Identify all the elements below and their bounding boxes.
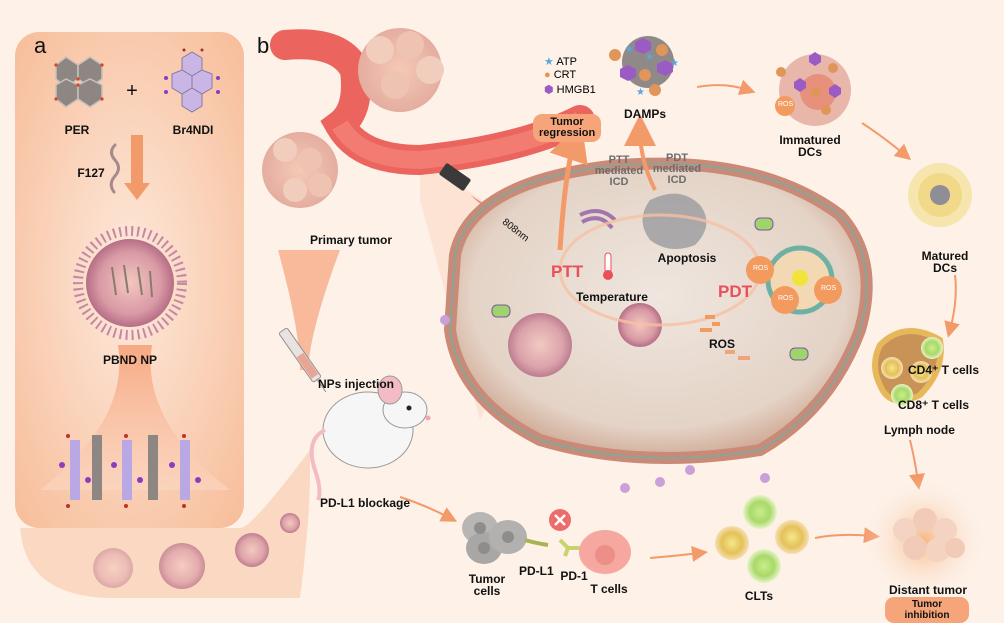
ros-badge-dc: ROS	[778, 101, 794, 108]
tumor-inhibition-pill: Tumor inhibition	[885, 597, 969, 623]
tumor-cells-group	[462, 512, 527, 564]
ros-label: ROS	[708, 337, 735, 351]
legend-item-hmgb1: ⬢ HMGB1	[544, 83, 596, 96]
ros-badge-1: ROS	[753, 265, 769, 272]
pd-1-receptor	[558, 538, 580, 557]
clts-label: CLTs	[744, 589, 774, 603]
nanoparticle-flow-tray	[20, 450, 310, 599]
tumor-cell	[440, 157, 873, 493]
synthesis-arrow-head	[124, 183, 150, 200]
arrow-ptt-to-regression	[549, 121, 588, 251]
lymph-node-label: Lymph node	[884, 423, 955, 437]
clt-green-top	[743, 495, 777, 529]
panel-b-letter: b	[257, 33, 270, 58]
arrow-apoptosis-to-damps	[624, 114, 657, 191]
matured-dcs-label: Matured DCs	[921, 249, 969, 275]
pdt-label: PDT	[718, 282, 752, 301]
svg-text:★: ★	[625, 44, 634, 55]
blocked-x-mark	[554, 514, 566, 526]
pi-stacked-structure	[59, 434, 201, 508]
f127-label: F127	[77, 166, 105, 180]
matured-dc	[908, 163, 972, 227]
apoptosis-label: Apoptosis	[657, 251, 717, 265]
distant-tumor	[893, 508, 965, 562]
arrow-lymph-to-distant	[908, 439, 925, 490]
panel-a-letter: a	[34, 33, 47, 58]
syringe	[278, 327, 327, 393]
ptt-icd-label: PTT mediated ICD	[594, 154, 644, 188]
laser-device	[439, 163, 471, 191]
legend-label-atp: ATP	[556, 56, 577, 68]
tumor-regression-pill: Tumor regression	[533, 114, 601, 142]
lymph-node	[872, 328, 944, 406]
legend-item-crt: ● CRT	[544, 69, 576, 81]
br4ndi-label: Br4NDI	[172, 123, 214, 137]
arrow-matured-to-lymph	[944, 274, 960, 338]
zoom-cone-b	[278, 250, 340, 370]
pd-l1-label: PD-L1	[519, 564, 554, 578]
arrow-mouse-to-tumorcells	[399, 496, 458, 522]
pd-1-label: PD-1	[560, 569, 588, 583]
clt-yellow-right	[775, 520, 809, 554]
per-molecule	[54, 56, 104, 108]
damps-cluster: ★ ★ ★ ★	[609, 36, 679, 98]
primary-tumor-label: Primary tumor	[309, 233, 393, 247]
nanoparticle-small-4	[280, 513, 300, 533]
cd4-t-cells-label: CD4⁺ T cells	[908, 363, 980, 377]
synthesis-arrow-shaft	[131, 135, 143, 185]
pbnd-nanoparticle	[73, 226, 187, 340]
immatured-dc	[775, 52, 851, 126]
pbnd-np-label: PBND NP	[102, 353, 157, 367]
pd-l1-blockage-label: PD-L1 blockage	[320, 496, 411, 510]
immatured-dcs-label: Immatured DCs	[779, 133, 841, 159]
arrow-damps-to-immatured	[696, 79, 756, 95]
t-cell-nucleus	[595, 545, 615, 565]
legend-item-atp: ★ ATP	[544, 55, 577, 68]
legend-label-hmgb1: HMGB1	[556, 84, 596, 96]
mouse	[309, 375, 431, 501]
hexagon-icon: ⬢	[544, 84, 554, 96]
ptt-label: PTT	[551, 262, 584, 281]
nps-injection-label: NPs injection	[318, 377, 395, 391]
nanoparticle-small-1	[93, 548, 133, 588]
damps-label: DAMPs	[623, 107, 666, 121]
clt-green-bottom	[747, 549, 781, 583]
nanoparticle-small-2	[159, 543, 205, 589]
svg-text:★: ★	[636, 87, 645, 98]
svg-text:★: ★	[670, 58, 679, 69]
svg-text:★: ★	[645, 52, 654, 63]
arrow-tcells-to-clts	[649, 546, 708, 562]
primary-tumor-cluster	[262, 28, 444, 208]
arrow-immatured-to-matured	[861, 122, 912, 161]
plus-sign: +	[126, 80, 138, 102]
ros-badge-2: ROS	[821, 285, 837, 292]
pd-l1-ligand	[524, 538, 549, 547]
circle-icon: ●	[544, 69, 551, 81]
ros-badge-3: ROS	[778, 295, 794, 302]
nanoparticle-small-3	[235, 533, 269, 567]
temperature-label: Temperature	[576, 290, 648, 304]
cd8-t-cells-label: CD8⁺ T cells	[898, 398, 970, 412]
pdt-icd-label: PDT mediated ICD	[652, 152, 702, 186]
t-cells-label: T cells	[590, 582, 628, 596]
clt-yellow-left	[715, 526, 749, 560]
distant-tumor-glow	[862, 478, 986, 602]
per-label: PER	[64, 123, 90, 137]
legend-label-crt: CRT	[553, 69, 577, 81]
distant-tumor-label: Distant tumor	[889, 583, 967, 597]
br4ndi-molecule	[164, 48, 220, 113]
star-icon: ★	[544, 56, 554, 68]
f127-polymer-icon	[109, 143, 120, 194]
tumor-cells-label: Tumor cells	[468, 572, 506, 598]
